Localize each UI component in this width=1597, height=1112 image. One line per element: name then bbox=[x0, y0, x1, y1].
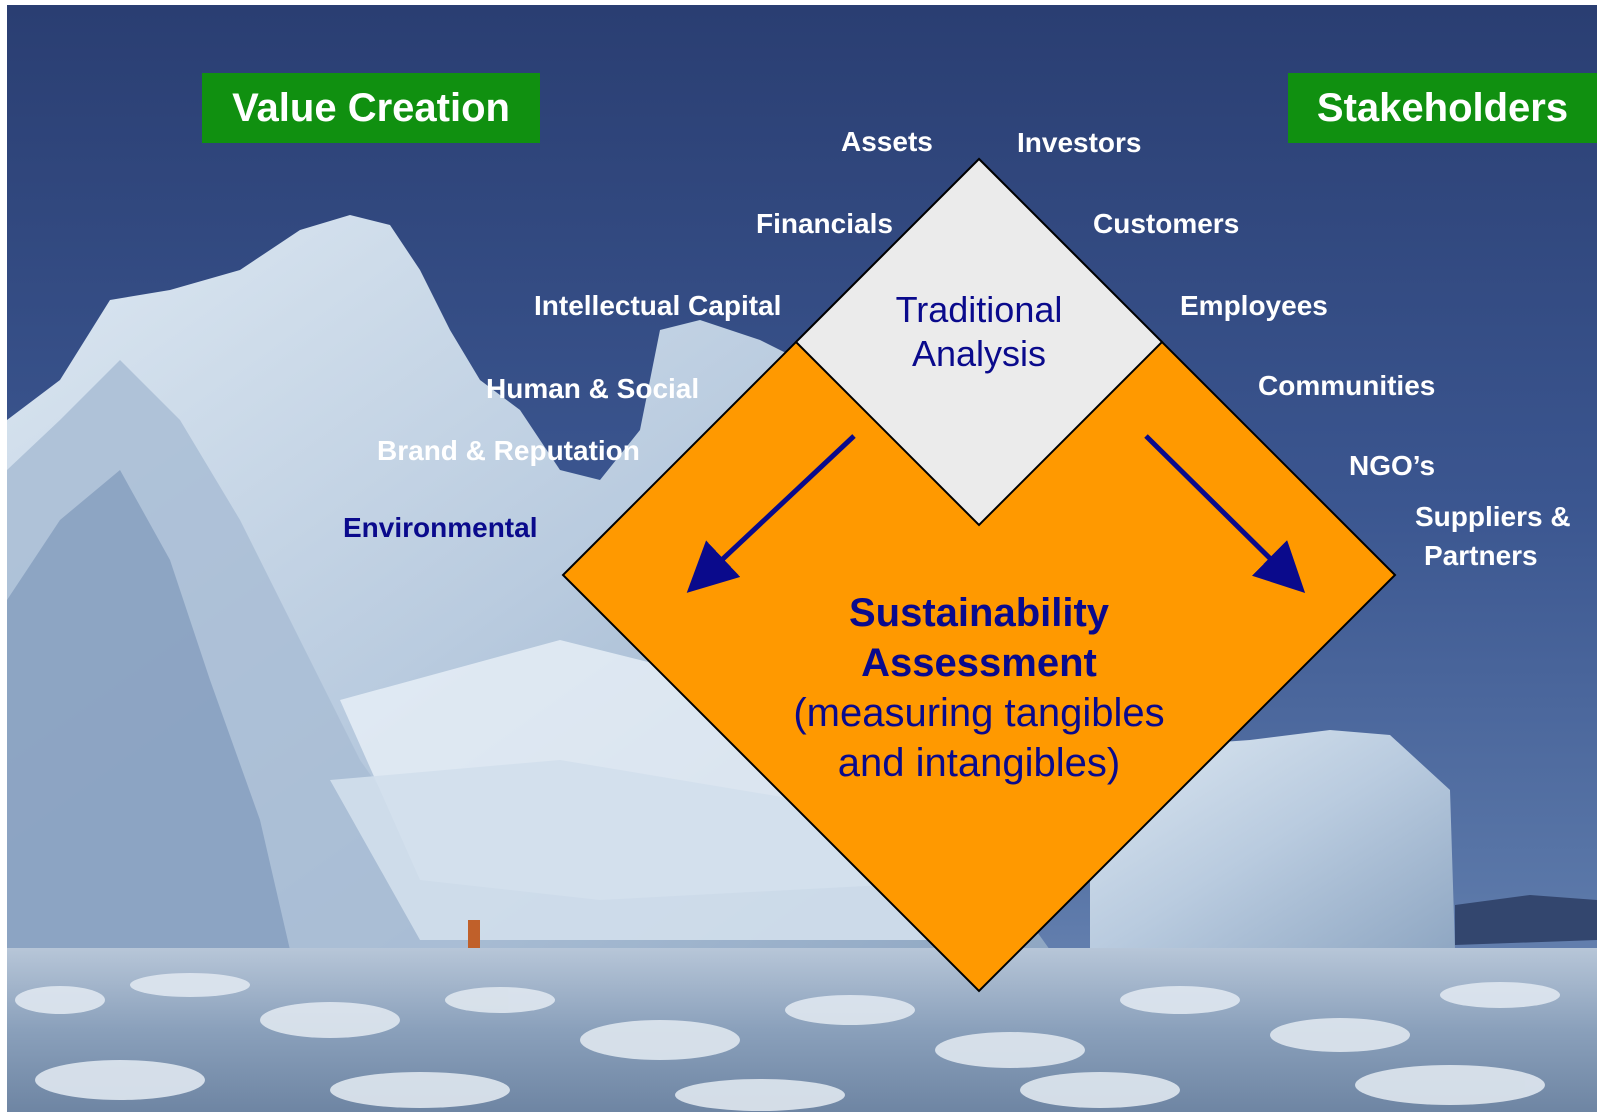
value-item-financials: Financials bbox=[756, 208, 893, 239]
value-item-brand-reputation: Brand & Reputation bbox=[377, 435, 640, 466]
sustainability-line-4: and intangibles) bbox=[837, 741, 1121, 785]
value-item-environmental: Environmental bbox=[343, 512, 538, 543]
right-arrow bbox=[1144, 434, 1306, 594]
traditional-analysis-label: Traditional Analysis bbox=[879, 288, 1079, 376]
value-item-human-social: Human & Social bbox=[486, 373, 700, 404]
value-item-assets: Assets bbox=[841, 126, 933, 157]
value-creation-header: Value Creation bbox=[202, 73, 540, 143]
stakeholder-item-employees: Employees bbox=[1180, 290, 1328, 321]
stakeholder-item-suppliers: Suppliers & bbox=[1415, 501, 1571, 532]
stakeholder-item-customers: Customers bbox=[1093, 208, 1240, 239]
sustainability-line-2: Assessment bbox=[861, 641, 1097, 685]
traditional-line-2: Analysis bbox=[911, 333, 1047, 374]
sustainability-assessment-label: Sustainability Assessment (measuring tan… bbox=[759, 588, 1199, 788]
stakeholder-item-partners: Partners bbox=[1424, 540, 1538, 571]
sustainability-diamond bbox=[561, 157, 1397, 993]
stakeholder-item-investors: Investors bbox=[1017, 127, 1142, 158]
sustainability-line-1: Sustainability bbox=[848, 591, 1110, 635]
value-item-intellectual-capital: Intellectual Capital bbox=[534, 290, 782, 321]
stakeholder-item-communities: Communities bbox=[1258, 370, 1436, 401]
stakeholder-item-ngos: NGO’s bbox=[1349, 450, 1436, 481]
left-arrow bbox=[686, 434, 856, 593]
stakeholders-header: Stakeholders bbox=[1288, 73, 1597, 143]
sustainability-line-3: (measuring tangibles bbox=[793, 691, 1165, 735]
traditional-analysis-diamond bbox=[794, 157, 1164, 527]
traditional-line-1: Traditional bbox=[895, 289, 1063, 330]
